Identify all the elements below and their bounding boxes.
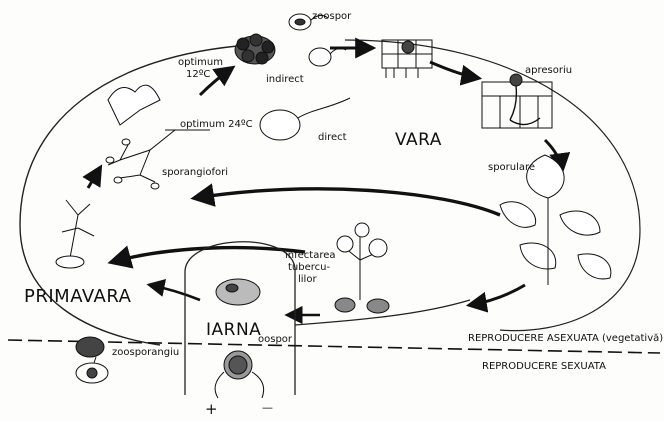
- arrow-leaf-to-sporangiophores: [195, 189, 500, 215]
- outer-cycle-right: [345, 40, 640, 331]
- oospore: [215, 351, 264, 398]
- label-direct: direct: [318, 133, 347, 143]
- label-reproducere-asexuata: REPRODUCERE ASEXUATA (vegetativă): [468, 334, 663, 344]
- label-zoosporangiu: zoosporangiu: [112, 348, 179, 358]
- apresoriu-tissue: [482, 74, 552, 128]
- arrow-leaf-to-tuber: [470, 285, 525, 305]
- label-primavara: PRIMAVARA: [24, 288, 131, 306]
- label-temp-12: 12ºC: [186, 70, 210, 80]
- arrow-winter-to-spring: [150, 285, 200, 300]
- label-oospor: oospor: [258, 335, 292, 345]
- label-optimum-24: optimum 24ºC: [180, 120, 253, 130]
- label-sporangiofori: sporangiofori: [162, 168, 228, 178]
- arrow-plant-up: [88, 168, 100, 188]
- label-indirect: indirect: [266, 75, 304, 85]
- arrow-germination-to-apresoriu: [430, 62, 478, 78]
- label-minus: —: [262, 402, 273, 413]
- zoosporangium-figure: [76, 337, 108, 383]
- potato-leaf: [500, 155, 611, 285]
- label-vara: VARA: [395, 132, 442, 149]
- spring-plant: [56, 200, 94, 268]
- arrow-tuber-to-spring: [112, 248, 305, 262]
- label-infectarea: infectarea: [285, 251, 336, 261]
- winter-tuber: [216, 279, 260, 305]
- label-tuberculi: tubercu-: [288, 263, 330, 273]
- label-zoospor: zoospor: [312, 12, 351, 22]
- label-sporulare: sporulare: [488, 163, 535, 173]
- label-apresoriu: apresoriu: [525, 66, 572, 76]
- label-lilor: lilor: [298, 275, 317, 285]
- infected-plant: [335, 223, 389, 313]
- label-plus: +: [205, 402, 218, 417]
- label-optimum-12: optimum: [178, 58, 223, 68]
- label-iarna: IARNA: [206, 322, 261, 339]
- label-reproducere-sexuata: REPRODUCERE SEXUATA: [482, 362, 606, 372]
- sporangium-cluster: [235, 34, 275, 64]
